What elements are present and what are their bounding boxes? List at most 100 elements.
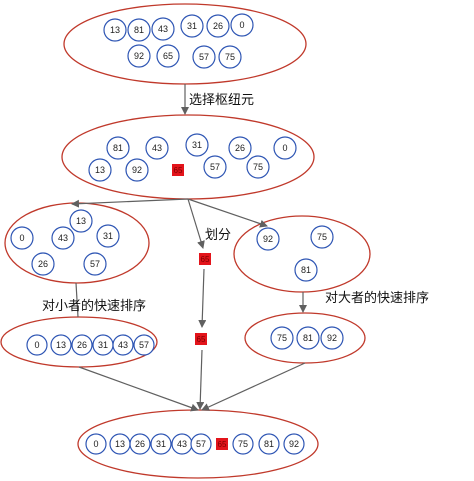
left-partition: 13 0 43 31 26 57	[10, 209, 120, 276]
node-circle	[26, 334, 48, 356]
node-value: 43	[152, 143, 162, 153]
node-value: 26	[235, 143, 245, 153]
node-value: 92	[132, 165, 142, 175]
node-value: 57	[199, 52, 209, 62]
node-value: 43	[177, 439, 187, 449]
pivot-square	[172, 164, 184, 176]
node-circle	[232, 433, 254, 455]
node-circle	[151, 17, 175, 41]
pivot-node-2: 65	[195, 333, 207, 345]
arrow-merge-pivot	[196, 349, 205, 410]
node-circle	[127, 18, 151, 42]
arrow-to-right-partition	[187, 198, 268, 228]
node-circle	[206, 14, 230, 38]
node-circle	[258, 433, 280, 455]
node-value: 31	[192, 140, 202, 150]
node-value: 92	[263, 234, 273, 244]
node-value: 0	[19, 233, 24, 243]
node-value: 75	[317, 232, 327, 242]
node-value: 57	[196, 439, 206, 449]
node-value: 31	[98, 340, 108, 350]
right-partition: 92 75 81	[256, 225, 334, 282]
node-value: 65	[174, 166, 183, 175]
node-value: 26	[38, 259, 48, 269]
node-value: 26	[135, 439, 145, 449]
node-value: 81	[264, 439, 274, 449]
node-circle	[85, 433, 107, 455]
select-pivot-label: 选择枢纽元	[189, 93, 254, 108]
node-value: 43	[158, 24, 168, 34]
node-value: 57	[210, 162, 220, 172]
node-circle	[88, 158, 112, 182]
node-value: 13	[110, 25, 120, 35]
arrow-merge-left	[78, 366, 199, 412]
node-value: 81	[301, 265, 311, 275]
original-array-ellipse	[63, 3, 307, 85]
node-value: 57	[139, 340, 149, 350]
after-pivot-ellipse	[61, 114, 315, 200]
node-circle	[192, 45, 216, 69]
arrow-pivot-down	[198, 268, 207, 328]
arrow-to-left-partition	[71, 198, 189, 208]
node-value: 26	[213, 21, 223, 31]
node-value: 31	[187, 21, 197, 31]
node-value: 0	[239, 20, 244, 30]
node-value: 43	[58, 233, 68, 243]
arrow-left-sort	[75, 282, 79, 318]
node-circle	[294, 258, 318, 282]
node-value: 92	[289, 439, 299, 449]
node-value: 92	[327, 333, 337, 343]
node-circle	[218, 45, 242, 69]
node-circle	[228, 136, 252, 160]
pivot-node: 65	[199, 253, 211, 265]
node-circle	[273, 136, 297, 160]
node-circle	[96, 224, 120, 248]
node-value: 81	[303, 333, 313, 343]
node-circle	[31, 252, 55, 276]
node-value: 81	[113, 143, 123, 153]
arrow-to-pivot	[187, 198, 205, 249]
partition-label: 划分	[205, 228, 231, 243]
node-circle	[129, 433, 151, 455]
node-value: 13	[56, 340, 66, 350]
node-value: 13	[76, 216, 86, 226]
node-circle	[112, 334, 134, 356]
node-value: 65	[197, 335, 206, 344]
node-circle	[270, 326, 294, 350]
node-value: 31	[103, 231, 113, 241]
node-circle	[106, 136, 130, 160]
node-value: 26	[77, 340, 87, 350]
node-circle	[203, 155, 227, 179]
node-circle	[71, 334, 93, 356]
arrow-merge-right	[201, 362, 306, 411]
node-value: 75	[253, 162, 263, 172]
node-circle	[283, 433, 305, 455]
node-circle	[50, 334, 72, 356]
node-circle	[10, 226, 34, 250]
node-circle	[127, 44, 151, 68]
node-circle	[185, 133, 209, 157]
node-circle	[190, 433, 212, 455]
node-circle	[51, 226, 75, 250]
node-circle	[145, 136, 169, 160]
node-value: 13	[115, 439, 125, 449]
node-value: 0	[282, 143, 287, 153]
node-value: 65	[163, 51, 173, 61]
node-value: 75	[238, 439, 248, 449]
node-value: 81	[134, 25, 144, 35]
node-circle	[180, 14, 204, 38]
node-circle	[230, 13, 254, 37]
node-value: 57	[90, 259, 100, 269]
node-circle	[69, 209, 93, 233]
node-circle	[310, 225, 334, 249]
node-value: 43	[118, 340, 128, 350]
node-circle	[320, 326, 344, 350]
node-value: 0	[93, 439, 98, 449]
node-circle	[133, 334, 155, 356]
node-circle	[156, 44, 180, 68]
